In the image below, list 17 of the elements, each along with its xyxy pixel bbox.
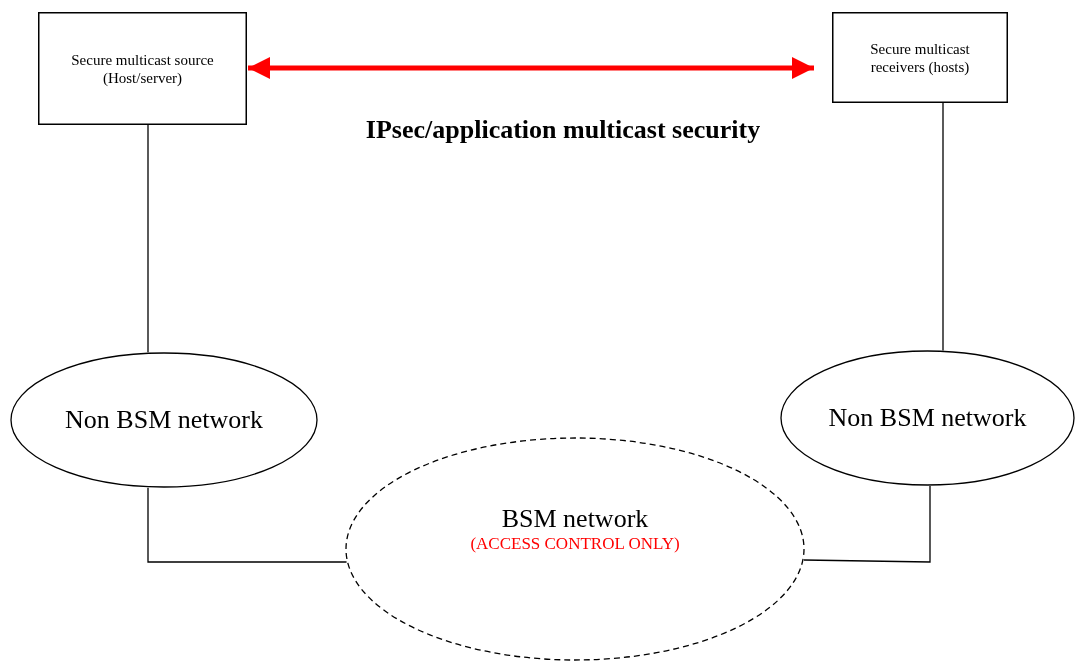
node-label: Non BSM network [65,404,263,436]
host-box [832,12,1008,103]
node-label: BSM network [501,503,649,535]
connector-line [942,102,944,352]
node-label: Secure multicast receivers (hosts) [869,39,971,76]
network-ellipse [345,437,805,661]
connector-line [803,485,931,563]
arrow [248,57,814,79]
network-ellipse [10,352,318,488]
connector-line [147,487,348,563]
caption-text: IPsec/application multicast security [365,115,761,145]
node-label: Non BSM network [828,402,1027,434]
network-ellipse [780,350,1075,486]
connector-line [147,124,149,353]
node-label: Secure multicast source (Host/server) [70,50,215,87]
host-box [38,12,247,125]
node-note: (ACCESS CONTROL ONLY) [470,534,680,555]
